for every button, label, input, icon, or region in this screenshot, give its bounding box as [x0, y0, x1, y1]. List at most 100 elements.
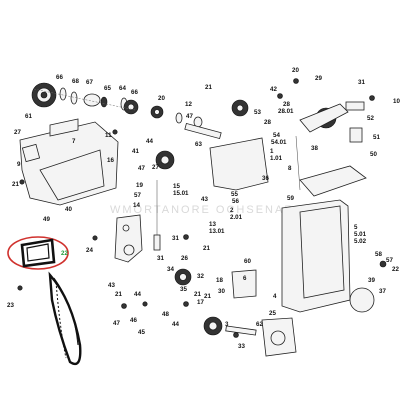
callout-17: 17 [197, 299, 204, 306]
callout-6: 6 [243, 275, 247, 282]
small-hardware [17, 78, 387, 338]
callout-65: 65 [104, 85, 111, 92]
callout-15: 15 [173, 183, 180, 190]
callout-21d: 21 [194, 291, 201, 298]
callout-23: 23 [7, 302, 14, 309]
lower-right-assembly [231, 269, 375, 357]
callout-36: 36 [262, 175, 269, 182]
callout-5-02: 5.02 [354, 238, 367, 245]
callout-66b: 66 [131, 89, 138, 96]
callout-46: 46 [130, 317, 137, 324]
callout-9: 9 [17, 161, 21, 168]
callout-26: 26 [181, 255, 188, 262]
highlighted-belt-part [7, 236, 69, 270]
callout-66: 66 [56, 74, 63, 81]
callout-64: 64 [119, 85, 126, 92]
callout-49: 49 [43, 216, 50, 223]
callout-21b: 21 [12, 181, 19, 188]
callout-54: 54 [273, 132, 280, 139]
callout-57: 57 [134, 192, 141, 199]
callout-40: 40 [65, 206, 72, 213]
callout-32: 32 [197, 273, 204, 280]
callout-5-01: 5.01 [354, 231, 367, 238]
callout-22-highlighted: 22 [61, 250, 68, 257]
callout-1-01: 1.01 [270, 155, 283, 162]
callout-labels: 61 66 68 67 65 64 66 20 12 42 20 29 31 1… [7, 67, 400, 350]
callout-33: 33 [238, 343, 245, 350]
callout-28: 28 [283, 101, 290, 108]
callout-31b: 31 [172, 235, 179, 242]
callout-14: 14 [133, 202, 140, 209]
callout-67: 67 [86, 79, 93, 86]
watermark: WMORTANORE OCHSENARA [110, 204, 304, 216]
callout-10: 10 [393, 98, 400, 105]
callout-42: 42 [270, 86, 277, 93]
callout-27a: 27 [14, 129, 21, 136]
callout-16: 16 [107, 157, 114, 164]
callout-21a: 21 [205, 84, 212, 91]
callout-58: 58 [375, 251, 382, 258]
callout-12: 12 [185, 101, 192, 108]
callout-44b: 44 [134, 291, 141, 298]
callout-51: 51 [373, 134, 380, 141]
callout-48: 48 [162, 311, 169, 318]
callout-34: 34 [167, 266, 174, 273]
callout-59: 59 [287, 195, 294, 202]
callout-47a: 47 [186, 113, 193, 120]
callout-43b: 43 [108, 282, 115, 289]
callout-54-01: 54.01 [271, 139, 287, 146]
callout-20b: 20 [292, 67, 299, 74]
callout-60: 60 [244, 258, 251, 265]
callout-61: 61 [25, 113, 32, 120]
callout-44c: 44 [172, 321, 179, 328]
callout-44a: 44 [146, 138, 153, 145]
callout-28-01: 28.01 [278, 108, 294, 115]
callout-43a: 43 [201, 196, 208, 203]
callout-41: 41 [132, 148, 139, 155]
callout-5: 5 [354, 224, 358, 231]
callout-25: 25 [269, 310, 276, 317]
callout-22b: 22 [392, 266, 399, 273]
callout-13-01: 13.01 [209, 228, 225, 235]
callout-2: 2 [230, 207, 234, 214]
callout-45: 45 [138, 329, 145, 336]
callout-19: 19 [136, 182, 143, 189]
callout-1: 1 [270, 148, 274, 155]
callout-31: 31 [358, 79, 365, 86]
callout-8: 8 [288, 165, 292, 172]
callout-57b: 57 [386, 257, 393, 264]
callout-30: 30 [218, 288, 225, 295]
callout-68: 68 [72, 78, 79, 85]
callout-2-01: 2.01 [230, 214, 243, 221]
callout-63: 63 [195, 141, 202, 148]
callout-21e: 21 [204, 293, 211, 300]
callout-31c: 31 [157, 255, 164, 262]
callout-27b: 27 [152, 164, 159, 171]
callout-13: 13 [209, 221, 216, 228]
top-left-pulley-group [31, 82, 203, 128]
callout-55: 55 [231, 191, 238, 198]
callout-18: 18 [216, 277, 223, 284]
callout-47c: 47 [113, 320, 120, 327]
callout-28b: 28 [264, 119, 271, 126]
callout-38: 38 [311, 145, 318, 152]
callout-37: 37 [379, 288, 386, 295]
callout-53: 53 [254, 109, 261, 116]
callout-39: 39 [368, 277, 375, 284]
callout-56: 56 [232, 198, 239, 205]
left-guard-housing [19, 118, 119, 206]
center-bracket [114, 180, 161, 263]
callout-3: 3 [225, 321, 229, 328]
callout-35: 35 [180, 286, 187, 293]
callout-21c: 21 [203, 245, 210, 252]
callout-47b: 47 [138, 165, 145, 172]
callout-29: 29 [315, 75, 322, 82]
callout-7: 7 [72, 138, 76, 145]
main-frame [209, 101, 367, 313]
callout-20: 20 [158, 95, 165, 102]
callout-52: 52 [367, 115, 374, 122]
callout-15-01: 15.01 [173, 190, 189, 197]
highlight-ring [7, 236, 69, 270]
drive-belt [48, 271, 82, 366]
